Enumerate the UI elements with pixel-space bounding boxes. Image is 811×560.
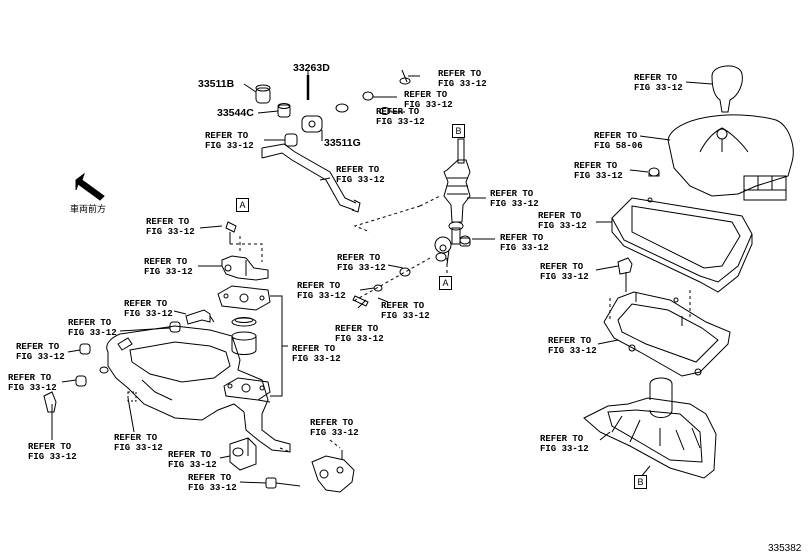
callout-refer-fig-33-12[interactable]: REFER TO FIG 33-12: [188, 473, 237, 493]
callout-refer-fig-33-12[interactable]: REFER TO FIG 33-12: [538, 211, 587, 231]
clip-button: [648, 167, 660, 177]
callout-refer-fig-33-12[interactable]: REFER TO FIG 33-12: [310, 418, 359, 438]
frame-body: [106, 325, 291, 453]
shift-knob: [711, 65, 743, 113]
callout-refer-fig-33-12[interactable]: REFER TO FIG 33-12: [168, 450, 217, 470]
illustration-number: 335382: [768, 543, 802, 554]
view-marker-b: B: [634, 475, 647, 489]
clip: [401, 69, 408, 83]
callout-refer-fig-33-12[interactable]: REFER TO FIG 33-12: [336, 165, 385, 185]
bracket: [221, 255, 269, 281]
view-marker-a: A: [236, 198, 249, 212]
front-direction-label: 車両前方: [70, 205, 107, 215]
callout-refer-fig-33-12[interactable]: REFER TO FIG 33-12: [292, 344, 341, 364]
callout-refer-fig-33-12[interactable]: REFER TO FIG 33-12: [335, 324, 384, 344]
callout-refer-fig-33-12[interactable]: REFER TO FIG 33-12: [124, 299, 173, 319]
bushing-33511g: [301, 115, 323, 133]
plate: [217, 285, 271, 311]
bushing: [284, 133, 298, 147]
view-marker-b: B: [452, 124, 465, 138]
washer: [379, 107, 391, 115]
callout-refer-fig-33-12[interactable]: REFER TO FIG 33-12: [16, 342, 65, 362]
callout-refer-fig-33-12[interactable]: REFER TO FIG 33-12: [574, 161, 623, 181]
callout-refer-fig-33-12[interactable]: REFER TO FIG 33-12: [205, 131, 254, 151]
callout-refer-fig-33-12[interactable]: REFER TO FIG 33-12: [500, 233, 549, 253]
bolt: [617, 257, 633, 275]
collar-33544c: [277, 104, 291, 118]
callout-refer-fig-33-12[interactable]: REFER TO FIG 33-12: [28, 442, 77, 462]
callout-refer-fig-33-12[interactable]: REFER TO FIG 33-12: [146, 217, 195, 237]
callout-refer-fig-33-12[interactable]: REFER TO FIG 33-12: [144, 257, 193, 277]
part-number-33511g[interactable]: 33511G: [324, 137, 361, 149]
washer: [362, 91, 374, 101]
shift-console-assembly: [583, 65, 794, 479]
callout-refer-fig-33-12[interactable]: REFER TO FIG 33-12: [8, 373, 57, 393]
callout-refer-fig-33-12[interactable]: REFER TO FIG 33-12: [490, 189, 539, 209]
callout-refer-fig-33-12[interactable]: REFER TO FIG 33-12: [68, 318, 117, 338]
callout-refer-fig-33-12[interactable]: REFER TO FIG 33-12: [337, 253, 386, 273]
callout-refer-fig-33-12[interactable]: REFER TO FIG 33-12: [381, 301, 430, 321]
callout-refer-fig-33-12[interactable]: REFER TO FIG 33-12: [540, 434, 589, 454]
console-frame: [603, 291, 731, 377]
callout-refer-fig-58-06[interactable]: REFER TO FIG 58-06: [594, 131, 643, 151]
callout-refer-fig-33-12[interactable]: REFER TO FIG 33-12: [114, 433, 163, 453]
upper-linkage: [243, 69, 420, 213]
callout-refer-fig-33-12[interactable]: REFER TO FIG 33-12: [438, 69, 487, 89]
callout-refer-fig-33-12[interactable]: REFER TO FIG 33-12: [548, 336, 597, 356]
callout-refer-fig-33-12[interactable]: REFER TO FIG 33-12: [404, 90, 453, 110]
part-number-33544c[interactable]: 33544C: [217, 107, 254, 119]
bushing-33511b: [255, 87, 271, 104]
shift-rod: [261, 143, 357, 211]
callout-refer-fig-33-12[interactable]: REFER TO FIG 33-12: [540, 262, 589, 282]
console-panel: [611, 197, 753, 283]
small-bracket: [311, 455, 355, 493]
shift-lever-assembly: [351, 128, 495, 309]
plate-lower: [223, 377, 271, 401]
callout-refer-fig-33-12[interactable]: REFER TO FIG 33-12: [376, 107, 425, 127]
part-number-33263d[interactable]: 33263D: [293, 62, 330, 74]
callout-refer-fig-33-12[interactable]: REFER TO FIG 33-12: [634, 73, 683, 93]
lower-boot: [583, 397, 717, 479]
support-frame: [43, 221, 355, 493]
washer: [335, 103, 349, 113]
callout-refer-fig-33-12[interactable]: REFER TO FIG 33-12: [297, 281, 346, 301]
front-direction-arrow: [75, 172, 105, 201]
part-number-33511b[interactable]: 33511B: [198, 78, 235, 90]
view-marker-a: A: [439, 276, 452, 290]
shift-boot: [667, 114, 794, 197]
